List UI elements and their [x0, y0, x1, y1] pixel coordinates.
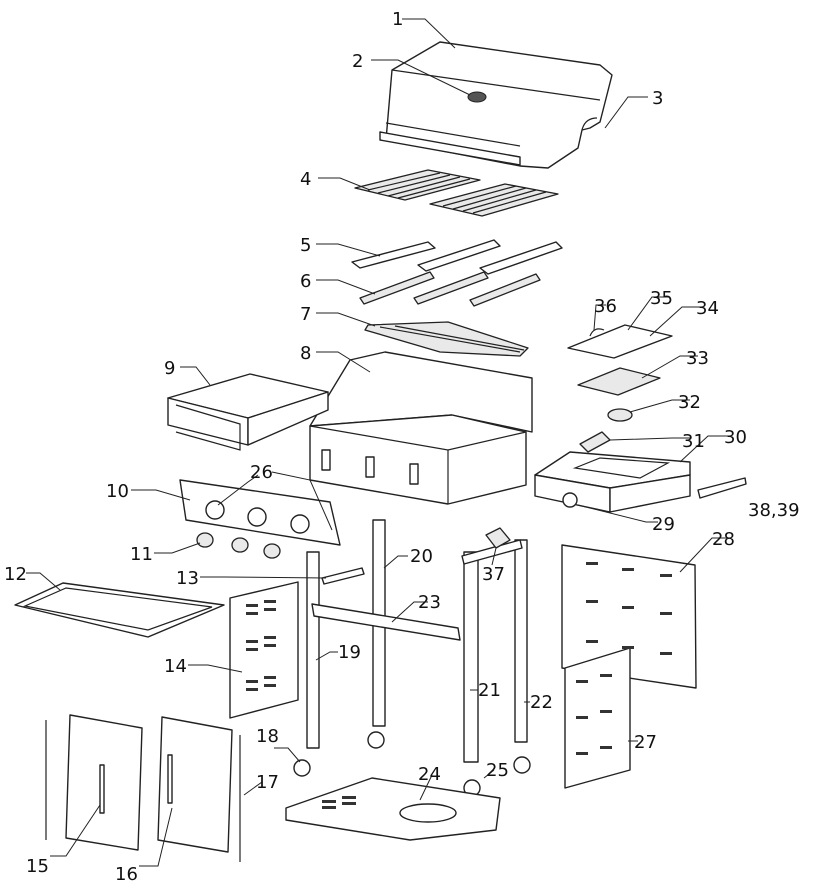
part-flame-tamers [351, 239, 563, 275]
callout-11: 11 [130, 544, 153, 565]
part-grease-tray [14, 582, 225, 638]
callout-5: 5 [300, 235, 311, 256]
callout-32: 32 [678, 392, 701, 413]
part-frame [306, 519, 528, 763]
thermometer-icon [467, 91, 487, 103]
callout-8: 8 [300, 343, 311, 364]
callout-19: 19 [338, 642, 361, 663]
callout-16: 16 [115, 864, 138, 885]
callout-26: 26 [250, 462, 273, 483]
callout-13: 13 [176, 568, 199, 589]
part-right-panels [561, 544, 697, 789]
callout-21: 21 [478, 680, 501, 701]
callout-15: 15 [26, 856, 49, 877]
callout-2: 2 [352, 51, 363, 72]
callout-27: 27 [634, 732, 657, 753]
part-firebox [309, 351, 533, 505]
callout-4: 4 [300, 169, 311, 190]
callout-22: 22 [530, 692, 553, 713]
callout-9: 9 [164, 358, 175, 379]
part-side-burner [567, 324, 673, 453]
callout-34: 34 [696, 298, 719, 319]
part-control-panel [179, 479, 341, 546]
part-warming-rack [364, 321, 529, 357]
part-regulator [485, 527, 511, 549]
part-side-burner-housing [534, 451, 691, 513]
callout-30: 30 [724, 427, 747, 448]
part-lid [379, 41, 613, 169]
callout-17: 17 [256, 772, 279, 793]
callout-7: 7 [300, 304, 311, 325]
callout-labels: 1 2 3 4 5 6 7 8 9 10 26 11 12 13 14 15 1… [4, 9, 800, 885]
callout-1: 1 [392, 9, 403, 30]
callout-23: 23 [418, 592, 441, 613]
callout-18: 18 [256, 726, 279, 747]
knob-icon [247, 507, 267, 527]
callout-28: 28 [712, 529, 735, 550]
part-side-bracket [697, 477, 747, 499]
callout-35: 35 [650, 288, 673, 309]
part-knobs [196, 532, 281, 559]
callout-14: 14 [164, 656, 187, 677]
callout-6: 6 [300, 271, 311, 292]
leader-lines [26, 18, 728, 867]
callout-20: 20 [410, 546, 433, 567]
part-bracket [321, 567, 365, 585]
part-bottom-shelf [285, 777, 501, 841]
callout-3: 3 [652, 88, 663, 109]
callout-29: 29 [652, 514, 675, 535]
part-left-shelf [167, 373, 329, 451]
callout-10: 10 [106, 481, 129, 502]
callout-36: 36 [594, 296, 617, 317]
callout-25: 25 [486, 760, 509, 781]
part-burners [359, 271, 541, 307]
callout-31: 31 [682, 431, 705, 452]
callout-12: 12 [4, 564, 27, 585]
callout-37: 37 [482, 564, 505, 585]
knob-icon [290, 514, 310, 534]
callout-38-39: 38,39 [748, 500, 800, 521]
knob-icon [205, 500, 225, 520]
knob-icon [562, 492, 578, 508]
callout-33: 33 [686, 348, 709, 369]
part-cooking-grates [354, 169, 559, 217]
callout-24: 24 [418, 764, 441, 785]
part-doors [45, 714, 241, 862]
part-left-panel [229, 581, 299, 719]
